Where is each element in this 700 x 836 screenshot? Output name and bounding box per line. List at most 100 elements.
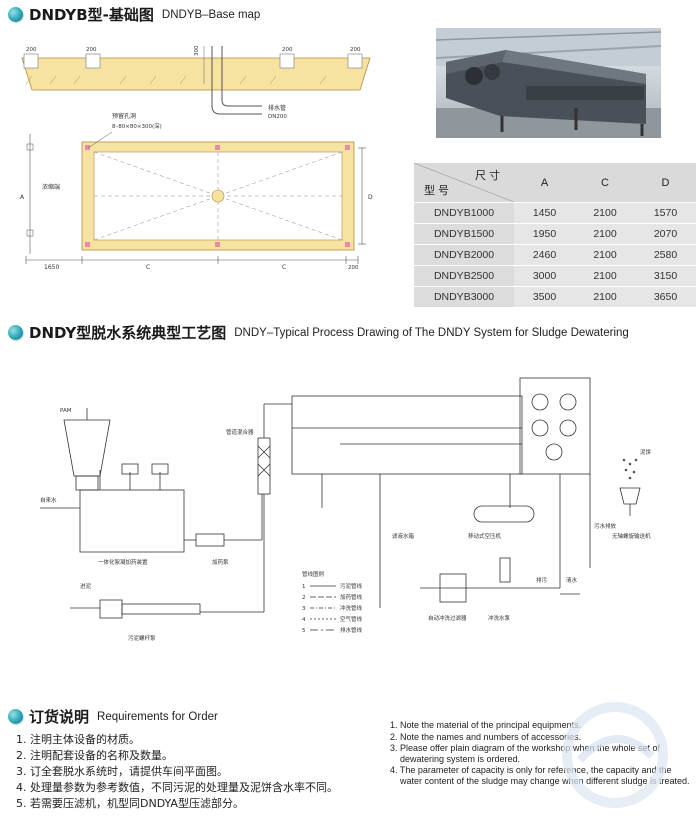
row-c: 2100 [575,265,635,287]
section-header-base-map: DNDYB型-基础图 DNDYB–Base map [8,4,260,25]
table-row: DNDYB2000 2460 2100 2580 [414,244,696,266]
list-item: 4. 处理量参数为参考数值，不同污泥的处理量及泥饼含水率不同。 [16,781,338,794]
list-item: 5. 若需要压滤机，机型同DNDYA型压滤部分。 [16,797,244,810]
hole-label: 预留孔洞 [112,112,136,120]
dim-top-2: 200 [86,47,97,53]
label-wash-pump: 冲洗水泵 [488,614,511,622]
dim-c-right: C [282,264,286,271]
drain-size: DN200 [268,114,287,120]
spec-table: 尺 寸 型 号 A C D DNDYB1000 1450 2100 1570 D… [414,163,696,308]
label-dosing-unit: 一体化絮凝加药装置 [98,558,148,566]
list-item: 4. The parameter of capacity is only for… [390,765,690,786]
section-title-en: DNDYB–Base map [161,8,261,21]
legend-num-3: 3 [302,606,306,612]
bullet-icon [8,709,23,724]
requirements-list-cn: 1. 注明主体设备的材质。 2. 注明配套设备的名称及数量。 3. 订全套脱水系… [16,732,338,812]
bullet-icon [8,7,23,22]
list-item: 2. 注明配套设备的名称及数量。 [16,749,173,762]
row-model: DNDYB1000 [414,202,514,224]
legend-name-3: 冲洗管线 [340,604,363,612]
section-title-cn: DNDY型脱水系统典型工艺图 [29,324,227,342]
dim-c-left: C [146,264,150,271]
legend-name-1: 污泥管线 [340,582,363,590]
row-c: 2100 [575,286,635,308]
row-a: 3000 [514,265,575,287]
row-a: 1450 [514,202,575,224]
legend-lines [310,585,336,631]
row-a: 3500 [514,286,575,308]
watermark-logo-icon [562,702,668,808]
label-sludge-in: 进泥 [80,582,92,590]
dim-d: D [368,194,373,201]
table-row: DNDYB1000 1450 2100 1570 [414,202,696,224]
label-filter: 自动冲洗过滤器 [428,614,467,622]
machine-photo [436,28,661,138]
hole-size: 8–80×80×300(深) [112,122,162,130]
section-title-cn: 订货说明 [29,708,90,726]
row-d: 3650 [635,286,696,308]
label-screw-pump: 污泥螺杆泵 [128,634,156,642]
row-d: 3150 [635,265,696,287]
row-model: DNDYB3000 [414,286,514,308]
header-corner: 尺 寸 型 号 [414,163,514,203]
list-item: 3. Please offer plain diagram of the wor… [390,743,660,764]
label-compressor: 移动式空压机 [468,532,502,540]
section-title-cn: DNDYB型-基础图 [29,6,154,24]
legend-name-2: 加药管线 [340,593,363,601]
section-title-en: DNDY–Typical Process Drawing of The DNDY… [234,326,629,339]
label-cake: 泥饼 [640,448,652,456]
label-tap-water: 自来水 [40,496,57,504]
label-filtrate: 滤液水箱 [392,532,415,540]
legend-title: 管线图例 [302,570,325,578]
legend-num-2: 2 [302,595,306,601]
row-d: 2580 [635,244,696,266]
drain-label: 排水管 [268,104,286,112]
dim-top-4: 300 [194,45,200,56]
row-d: 2070 [635,223,696,245]
list-item: 1. Note the material of the principal eq… [390,720,582,730]
label-dosing-pump: 加药泵 [212,558,229,566]
table-row: DNDYB1500 1950 2100 2070 [414,223,696,245]
row-a: 1950 [514,223,575,245]
col-header-d: D [635,163,696,203]
legend-num-5: 5 [302,628,306,634]
section-title-en: Requirements for Order [97,710,218,723]
legend-num-4: 4 [302,617,306,623]
table-row: DNDYB3000 3500 2100 3650 [414,286,696,308]
base-map-drawing: 200 200 300 200 200 排水管 DN200 [20,45,373,271]
side-label: 浓缩端 [42,183,60,191]
row-c: 2100 [575,223,635,245]
bullet-icon [8,325,23,340]
section-header-requirements: 订货说明 Requirements for Order [8,706,218,727]
section-view [21,46,371,115]
label-pam: PAM [60,408,72,414]
row-model: DNDYB2500 [414,265,514,287]
label-conveyor: 无轴螺旋输送机 [612,532,651,540]
header-dim-label: 尺 寸 [474,170,500,182]
cake-drops [622,458,638,480]
label-drain: 排污 [536,576,548,584]
spec-table-header: 尺 寸 型 号 A C D [414,163,696,203]
dim-left-1650: 1650 [44,264,59,271]
dim-200: 200 [348,265,359,271]
legend-name-5: 排水管线 [340,626,363,634]
process-drawing: PAM 自来水 一体化絮凝加药装置 管道混合器 加药泵 进泥 污泥螺杆泵 滤液水… [40,377,652,642]
row-c: 2100 [575,244,635,266]
requirements-list-en: 1. Note the material of the principal eq… [390,720,692,787]
process-lines [40,377,641,619]
row-model: DNDYB1500 [414,223,514,245]
col-header-c: C [575,163,635,203]
list-item: 2. Note the names and numbers of accesso… [390,731,582,742]
label-water-in: 清水 [566,576,578,584]
row-c: 2100 [575,202,635,224]
dim-top-3: 200 [282,47,293,53]
dim-top-1: 200 [26,47,37,53]
header-diagonal [414,163,514,202]
row-a: 2460 [514,244,575,266]
list-item: 1. 注明主体设备的材质。 [16,733,140,746]
belt-press-photo [436,28,661,138]
plan-view [25,131,366,264]
dim-top-5: 200 [350,47,361,53]
header-model-label: 型 号 [424,185,450,197]
legend-name-4: 空气管线 [340,615,363,623]
